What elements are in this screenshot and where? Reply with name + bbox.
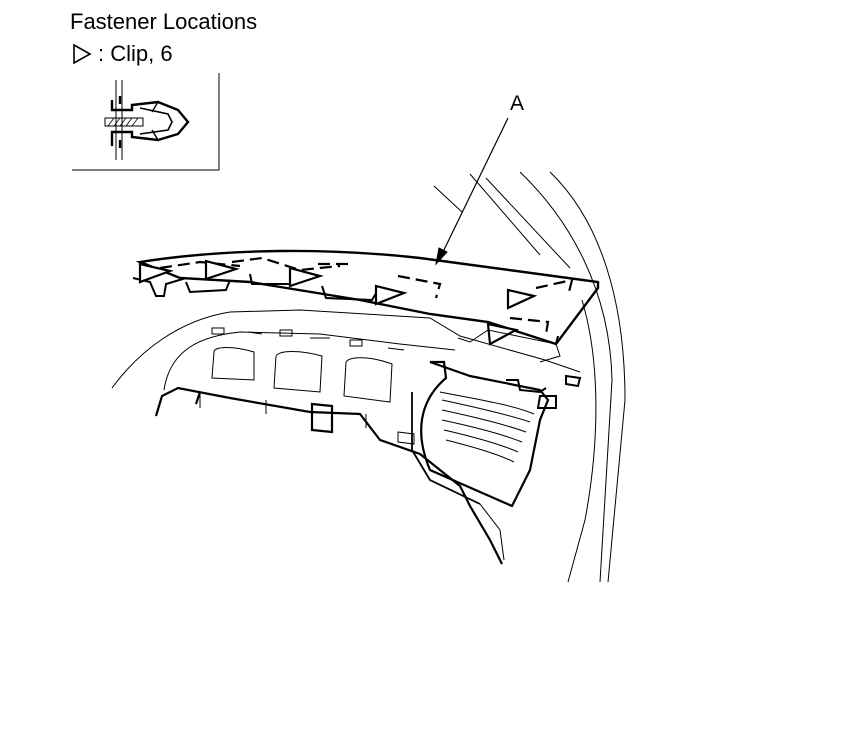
clip-marker-5 xyxy=(506,288,538,310)
clip-marker-3 xyxy=(288,266,324,288)
clip-marker-2 xyxy=(204,259,240,281)
callout-label-a: A xyxy=(510,92,525,115)
clip-marker-6 xyxy=(486,322,520,346)
clip-slots xyxy=(159,256,574,335)
side-air-vent xyxy=(411,360,582,561)
clip-marker-1 xyxy=(138,262,174,284)
windshield-lines xyxy=(433,171,626,583)
page-title: Fastener Locations xyxy=(70,9,258,34)
legend: : Clip, 6 xyxy=(72,41,173,67)
legend-text: : Clip, 6 xyxy=(98,41,173,66)
leader-arrow xyxy=(435,117,509,266)
clip-marker-4 xyxy=(374,284,408,306)
clip-markers xyxy=(138,259,538,346)
clip-triangle-icon xyxy=(73,43,92,65)
clip-detail-inset xyxy=(72,73,220,171)
dashboard-lower-edge xyxy=(154,386,503,565)
